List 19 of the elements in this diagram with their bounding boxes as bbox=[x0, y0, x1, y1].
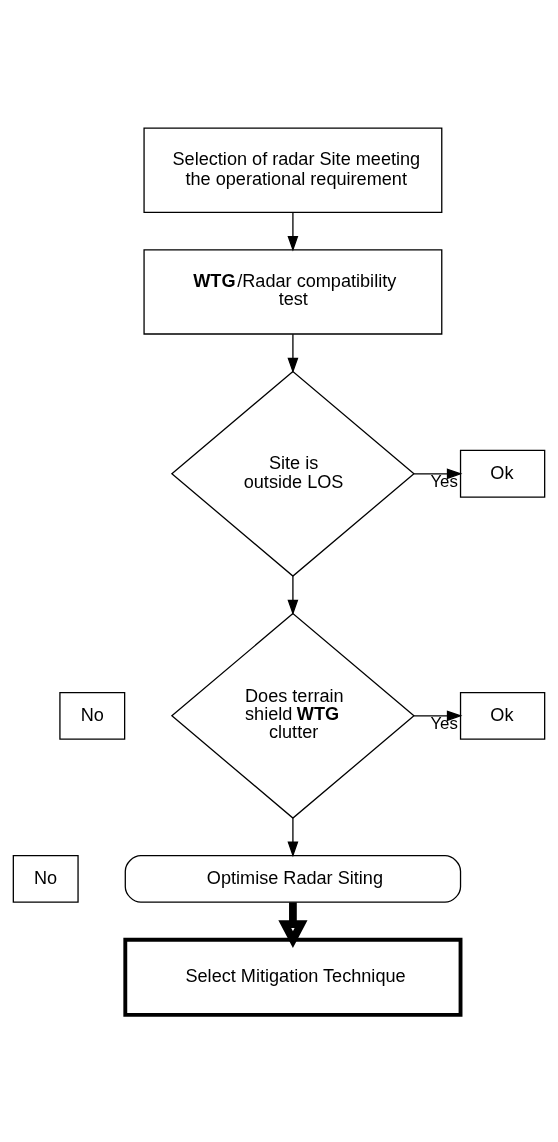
arrow bbox=[287, 333, 299, 373]
node-diamond: Site is outside LOS bbox=[170, 370, 415, 577]
arrow bbox=[413, 467, 463, 479]
node-box: Optimise Radar Siting bbox=[124, 854, 462, 903]
node-box: No bbox=[12, 854, 79, 903]
arrow bbox=[287, 817, 299, 857]
arrow bbox=[413, 709, 463, 721]
edge-label: Yes bbox=[430, 713, 458, 733]
arrow bbox=[287, 211, 299, 251]
arrow bbox=[278, 901, 308, 948]
node-box: Ok bbox=[459, 449, 546, 498]
node-box: No bbox=[59, 691, 126, 740]
arrow bbox=[287, 575, 299, 615]
node-box: Selection of radar Site meeting the operational requirement bbox=[143, 127, 443, 213]
node-box: Ok bbox=[459, 691, 546, 740]
node-box: WTG/Radar compatibility test bbox=[143, 248, 443, 335]
node-box: Select Mitigation Technique bbox=[123, 937, 463, 1017]
node-diamond: Does terrain shield WTG clutter bbox=[170, 612, 415, 819]
edge-label: Yes bbox=[430, 471, 458, 491]
